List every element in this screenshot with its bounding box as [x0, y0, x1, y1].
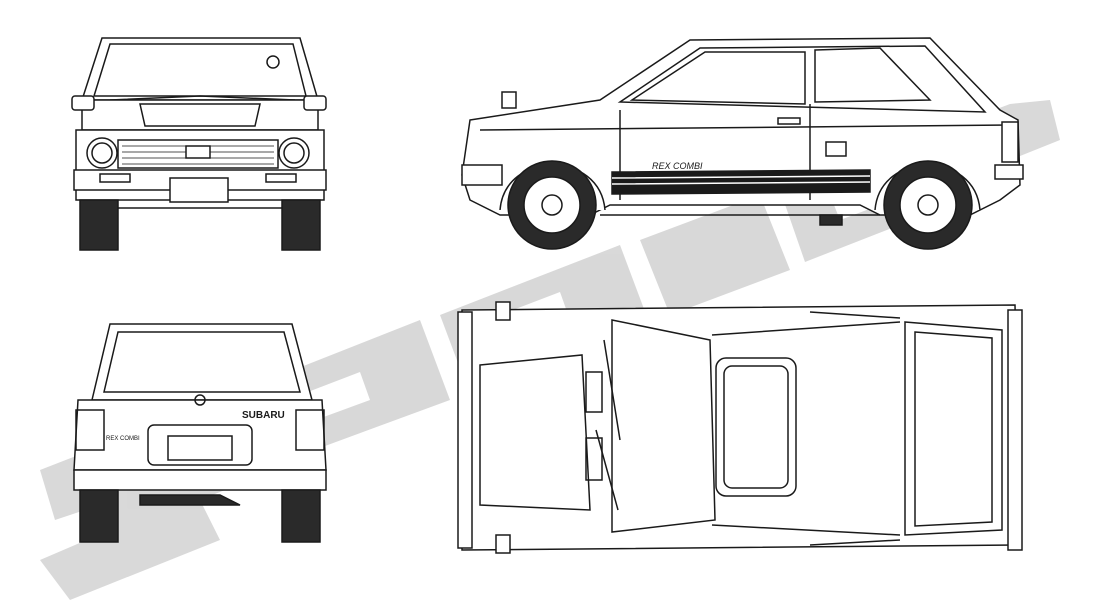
side-badge-text: REX COMBI — [652, 161, 703, 171]
rear-brand-text: SUBARU — [242, 410, 285, 421]
front-left-tire — [79, 199, 119, 251]
front-plate — [169, 177, 229, 203]
right-headlight — [278, 137, 310, 169]
left-headlight — [86, 137, 118, 169]
rear-badge-text: REX COMBI — [106, 436, 140, 442]
wiper-right — [595, 429, 619, 511]
wiper-left — [603, 339, 621, 441]
hood — [479, 354, 591, 511]
left-taillight — [75, 409, 105, 451]
rear-bumper — [73, 469, 327, 491]
right-mirror — [303, 95, 327, 111]
right-taillight — [295, 409, 325, 451]
top-view — [457, 301, 1023, 554]
front-view — [71, 37, 327, 251]
rear-plate — [167, 435, 233, 461]
side-view — [461, 37, 1024, 250]
top-rear-window — [904, 321, 1003, 536]
rear-left-tire — [79, 489, 119, 543]
sunroof — [715, 357, 797, 497]
front-grille — [117, 139, 279, 169]
rear-view — [73, 323, 327, 543]
rear-right-tire — [281, 489, 321, 543]
windshield — [611, 319, 716, 533]
front-right-tire — [281, 199, 321, 251]
left-mirror — [71, 95, 95, 111]
side-mirror — [501, 91, 517, 109]
